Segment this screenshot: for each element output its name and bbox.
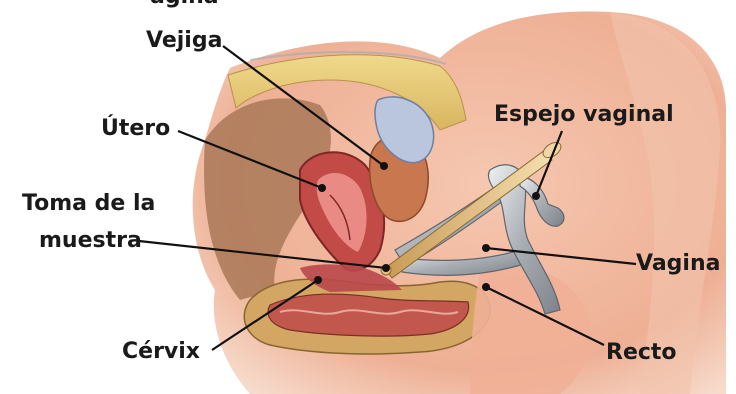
label-espejo-vaginal: Espejo vaginal [494, 102, 674, 128]
label-recto: Recto [606, 340, 677, 366]
label-toma-line1: Toma de la [22, 191, 155, 217]
label-vagina: Vagina [636, 251, 720, 277]
label-utero: Útero [101, 116, 170, 142]
label-toma-line2: muestra [39, 228, 142, 254]
bladder [370, 97, 434, 221]
top-cropped-label: agina [150, 0, 219, 10]
label-vejiga: Vejiga [146, 28, 222, 54]
label-cervix: Cérvix [122, 339, 200, 365]
